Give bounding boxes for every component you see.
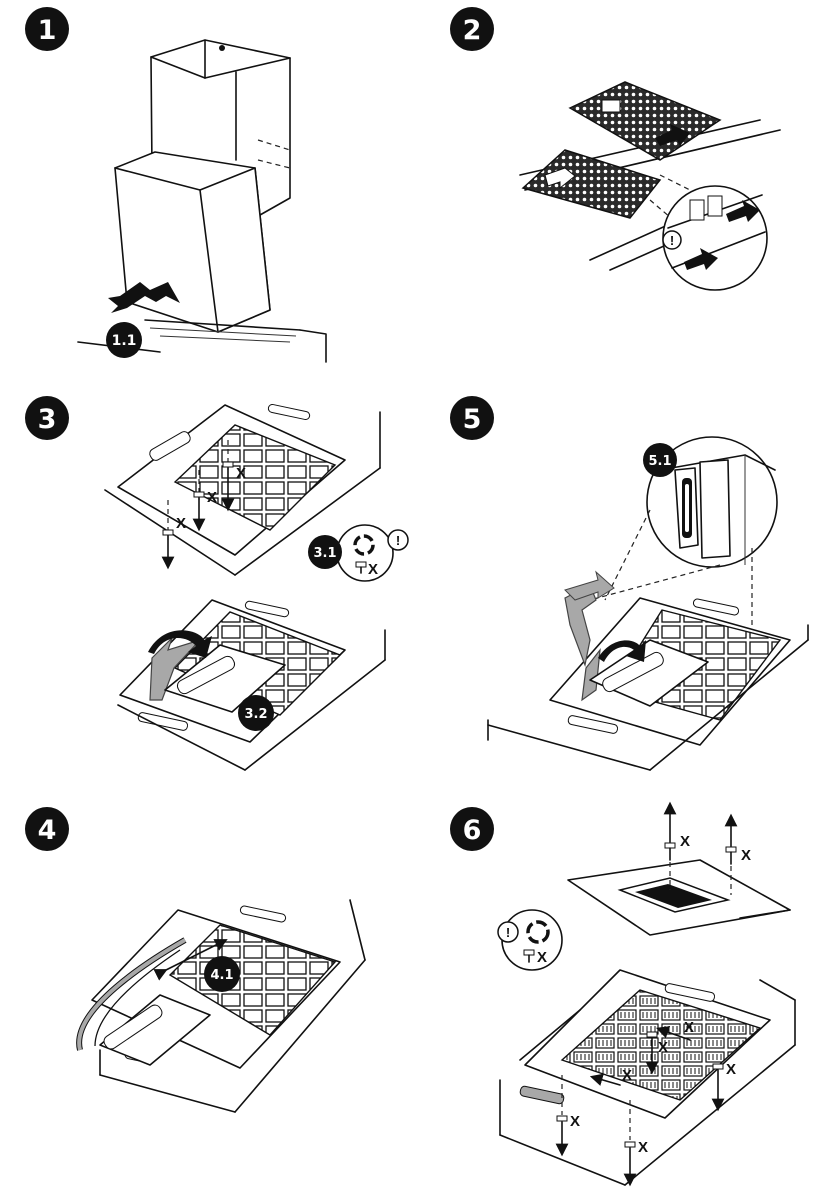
- step-4-number: 4: [38, 815, 57, 846]
- step-5-badge: [450, 396, 494, 440]
- step-2-badge: [450, 7, 494, 51]
- step-1-1-label: 1.1: [112, 333, 137, 349]
- rotate-arrow-3: [148, 630, 212, 658]
- detail-2-contents: [667, 194, 766, 270]
- step-4-badge: [25, 807, 69, 851]
- screw-x-6b: X: [741, 847, 751, 864]
- step-3-badge: [25, 396, 69, 440]
- screw-x-6f: X: [622, 1067, 632, 1084]
- grease-filter-installed: [568, 81, 722, 161]
- screw-x-6a: X: [680, 833, 690, 850]
- step-3-2-label: 3.2: [244, 707, 267, 722]
- step-2-number: 2: [463, 15, 482, 46]
- step-4-1-label: 4.1: [210, 968, 233, 983]
- screw-x-6-note: X: [537, 949, 547, 966]
- warning-icon-6: [497, 921, 519, 943]
- screw-x-6c: X: [658, 1039, 668, 1056]
- screws-3: [161, 461, 235, 570]
- tilt-arrow: [544, 167, 576, 190]
- step-3-1-badge: [308, 535, 342, 569]
- rotate-arrow-5: [598, 640, 646, 662]
- screw-x-6h: X: [638, 1139, 648, 1156]
- screws-6-top: [663, 801, 738, 895]
- step-3-1-label: 3.1: [313, 546, 336, 561]
- step-5-number: 5: [463, 404, 482, 435]
- note-6: X: [501, 909, 563, 971]
- screw-x-3a: X: [236, 465, 246, 482]
- step-5-panel: 5 5.1: [450, 396, 809, 771]
- grease-filter-removed: [521, 149, 662, 219]
- screws-6-bottom: [555, 1026, 725, 1187]
- screw-x-3b: X: [207, 489, 217, 506]
- screw-x-3c: X: [176, 515, 186, 532]
- step-4-panel: 4 4.1: [25, 807, 366, 1113]
- step-1-number: 1: [38, 15, 57, 46]
- screw-x-6e: X: [726, 1061, 736, 1078]
- warning-text-3: !: [396, 533, 400, 548]
- step-1-badge: [25, 7, 69, 51]
- note-3-1: X: [336, 524, 394, 582]
- step-1-1-badge: [106, 322, 142, 358]
- step-3-number: 3: [38, 404, 57, 435]
- step-3-panel: 3 X X X X 3.1: [25, 396, 409, 771]
- insert-arrow: [655, 124, 690, 146]
- step-5-1-label: 5.1: [648, 454, 671, 469]
- step-1-panel: 1 1.1: [25, 7, 327, 363]
- detail-5-contents: [659, 454, 776, 565]
- lower-chimney: [114, 151, 271, 333]
- remove-arrow: [108, 282, 180, 313]
- warning-icon-2: [662, 230, 682, 250]
- step-2-panel: 2 !: [450, 7, 781, 291]
- screw-x-6g: X: [570, 1113, 580, 1130]
- step-6-panel: 6 X X X !: [450, 801, 796, 1187]
- warning-text-2: !: [670, 233, 674, 248]
- gray-arrow-5: [564, 570, 615, 601]
- step-6-number: 6: [463, 815, 482, 846]
- screw-x-3-1: X: [368, 561, 378, 578]
- step-4-1-badge: [204, 956, 240, 992]
- step-5-1-badge: [643, 443, 677, 477]
- warning-icon-3: [387, 529, 409, 551]
- screw-x-6d: X: [684, 1019, 694, 1036]
- step-6-badge: [450, 807, 494, 851]
- warning-text-6: !: [506, 925, 510, 940]
- step-3-2-badge: [238, 695, 274, 731]
